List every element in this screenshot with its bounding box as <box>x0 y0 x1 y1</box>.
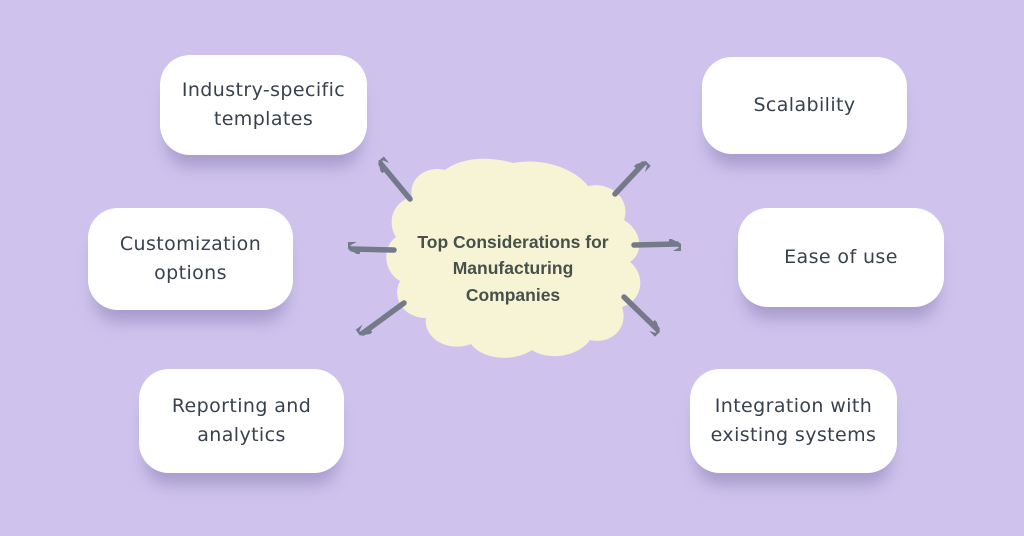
node-industry-specific-templates: Industry-specific templates <box>160 55 367 155</box>
node-label: Scalability <box>753 93 856 116</box>
node-scalability: Scalability <box>702 57 907 154</box>
node-integration-with-existing-systems: Integration with existing systems <box>690 369 897 473</box>
arrow-to-customization-options <box>352 249 397 250</box>
node-label: Integration with existing systems <box>710 394 877 446</box>
node-label: Customization options <box>119 232 262 284</box>
center-topic-label: Top Considerations for Manufacturing Com… <box>417 232 609 305</box>
arrow-to-ease-of-use <box>631 244 677 245</box>
node-label: Industry-specific templates <box>181 78 346 130</box>
arrow-to-scalability <box>612 164 643 197</box>
node-label: Reporting and analytics <box>171 394 312 446</box>
node-ease-of-use: Ease of use <box>738 208 944 307</box>
node-reporting-and-analytics: Reporting and analytics <box>139 369 344 473</box>
node-label: Ease of use <box>784 245 898 268</box>
arrow-to-industry-specific-templates <box>381 164 413 202</box>
arrow-to-reporting-and-analytics <box>363 300 407 333</box>
arrow-to-integration-with-existing-systems <box>621 294 657 329</box>
node-customization-options: Customization options <box>88 208 293 310</box>
